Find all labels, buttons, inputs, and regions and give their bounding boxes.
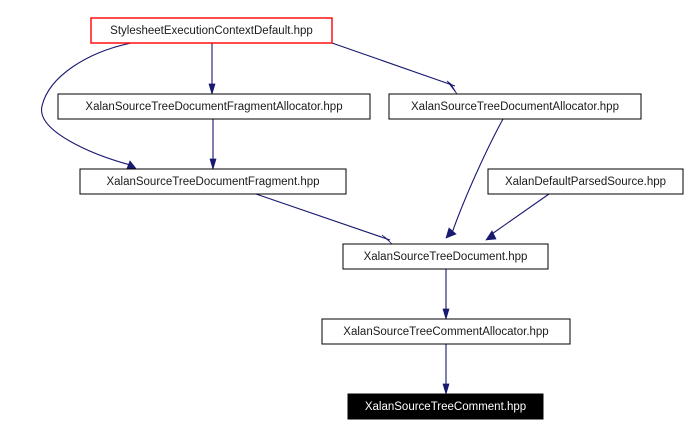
node-box[interactable]: [342, 243, 549, 270]
node-document_allocator[interactable]: XalanSourceTreeDocumentAllocator.hpp: [388, 93, 642, 120]
node-label: XalanSourceTreeComment.hpp: [365, 401, 526, 413]
node-box[interactable]: [79, 168, 347, 195]
edges-layer: [41, 42, 550, 396]
arrowhead-icon: [485, 230, 497, 241]
edge-stylesheet_execution_context_default-to-document_allocator: [331, 42, 458, 95]
node-label: StylesheetExecutionContextDefault.hpp: [110, 25, 313, 37]
node-box[interactable]: [388, 93, 642, 120]
node-label: XalanSourceTreeDocumentFragment.hpp: [106, 176, 319, 188]
node-comment[interactable]: XalanSourceTreeComment.hpp: [347, 393, 544, 420]
node-label: XalanDefaultParsedSource.hpp: [505, 176, 666, 188]
edge-line: [255, 193, 391, 241]
arrowhead-icon: [446, 80, 458, 95]
edge-line: [451, 118, 504, 234]
arrowhead-icon: [442, 383, 450, 396]
node-box[interactable]: [347, 393, 544, 420]
edge-line: [488, 193, 550, 237]
node-label: XalanSourceTreeDocument.hpp: [364, 251, 528, 263]
node-box[interactable]: [321, 318, 571, 345]
edge-document-to-comment_allocator: [442, 269, 450, 321]
edge-default_parsed_source-to-document: [485, 193, 550, 241]
edge-line: [331, 42, 456, 87]
edge-comment_allocator-to-comment: [442, 344, 450, 396]
edge-stylesheet_execution_context_default-to-document_fragment_allocator: [208, 43, 216, 96]
node-box[interactable]: [90, 17, 333, 44]
node-label: XalanSourceTreeDocumentFragmentAllocator…: [85, 101, 342, 113]
edge-document_allocator-to-document: [445, 118, 504, 239]
node-default_parsed_source[interactable]: XalanDefaultParsedSource.hpp: [487, 168, 684, 195]
node-document_fragment[interactable]: XalanSourceTreeDocumentFragment.hpp: [79, 168, 347, 195]
node-comment_allocator[interactable]: XalanSourceTreeCommentAllocator.hpp: [321, 318, 571, 345]
node-stylesheet_execution_context_default[interactable]: StylesheetExecutionContextDefault.hpp: [90, 17, 333, 44]
arrowhead-icon: [208, 83, 216, 96]
arrowhead-icon: [442, 308, 450, 321]
edge-document_fragment-to-document: [255, 193, 393, 245]
arrowhead-icon: [381, 234, 393, 245]
node-box[interactable]: [57, 93, 371, 120]
node-label: XalanSourceTreeDocumentAllocator.hpp: [411, 101, 619, 113]
node-label: XalanSourceTreeCommentAllocator.hpp: [343, 326, 548, 338]
edge-line: [41, 42, 135, 167]
node-box[interactable]: [487, 168, 684, 195]
arrowhead-icon: [445, 227, 457, 239]
edge-document_fragment_allocator-to-document_fragment: [209, 119, 217, 171]
node-document_fragment_allocator[interactable]: XalanSourceTreeDocumentFragmentAllocator…: [57, 93, 371, 120]
node-document[interactable]: XalanSourceTreeDocument.hpp: [342, 243, 549, 270]
nodes-layer: StylesheetExecutionContextDefault.hppXal…: [57, 17, 684, 420]
arrowhead-icon: [209, 158, 217, 171]
